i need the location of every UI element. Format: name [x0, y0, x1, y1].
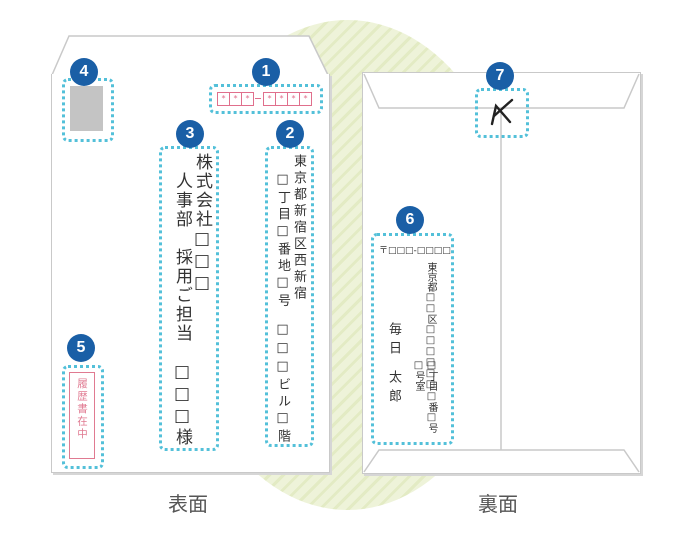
recipient-address-line-3: □□□ビル□階	[275, 322, 290, 446]
enclosure-stamp: 履歴書在中	[69, 372, 95, 459]
sender-address-line-3: □丁目□番□号	[426, 360, 437, 433]
department-contact: 人事部 採用ご担当	[172, 172, 192, 343]
seal-mark-icon	[490, 98, 514, 126]
postal-code-highlight	[209, 84, 323, 114]
enclosure-highlight	[62, 365, 104, 469]
badge-4: 4	[70, 58, 98, 86]
zip-digit: *	[241, 92, 254, 106]
recipient-name: □□□様	[172, 362, 192, 447]
recipient-address-line-2: □丁目□番地□号	[275, 172, 290, 310]
badge-2: 2	[276, 120, 304, 148]
badge-6: 6	[396, 206, 424, 234]
recipient-address-line-1: 東京都新宿区西新宿	[291, 154, 306, 303]
badge-7: 7	[486, 62, 514, 90]
sender-address-line-1: 東京都□□区□□□□□□	[425, 262, 436, 390]
stamp-placeholder	[70, 86, 103, 131]
zip-digit: *	[299, 92, 312, 106]
enclosure-text: 履歴書在中	[76, 378, 88, 441]
recipient-address-highlight	[265, 146, 314, 447]
front-label: 表面	[168, 492, 208, 516]
sender-postal-code: 〒□□□-□□□□	[379, 246, 451, 256]
zip-dash	[255, 98, 261, 99]
sender-given-name: 太郎	[386, 370, 401, 408]
badge-3: 3	[176, 120, 204, 148]
sender-surname: 毎日	[386, 322, 401, 360]
sender-info-highlight	[371, 233, 454, 445]
postal-code-boxes: * * * * * * *	[217, 92, 312, 106]
company-name: 株式会社□□□	[192, 153, 212, 295]
stamp-highlight	[62, 78, 114, 142]
sender-address-line-2: □号室	[413, 360, 424, 391]
badge-5: 5	[67, 334, 95, 362]
badge-1: 1	[252, 58, 280, 86]
recipient-name-highlight	[159, 146, 219, 451]
seal-mark-highlight	[475, 88, 529, 138]
back-label: 裏面	[478, 492, 518, 516]
